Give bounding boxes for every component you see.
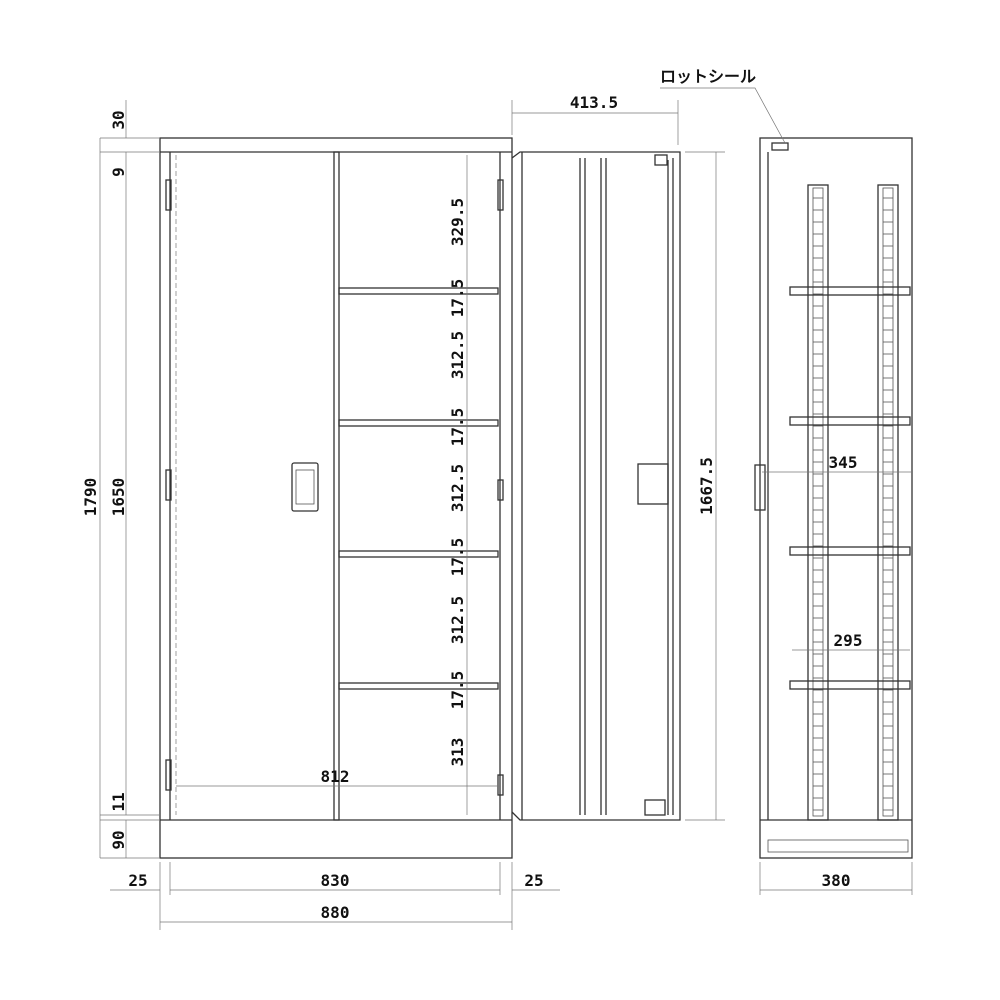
svg-text:312.5: 312.5 bbox=[448, 596, 467, 644]
front-view bbox=[159, 137, 513, 859]
svg-text:1650: 1650 bbox=[109, 478, 128, 517]
svg-text:380: 380 bbox=[822, 871, 851, 890]
svg-text:295: 295 bbox=[834, 631, 863, 650]
svg-text:830: 830 bbox=[321, 871, 350, 890]
svg-text:312.5: 312.5 bbox=[448, 331, 467, 379]
svg-text:11: 11 bbox=[109, 792, 128, 811]
svg-text:30: 30 bbox=[109, 110, 128, 129]
svg-text:17.5: 17.5 bbox=[448, 408, 467, 447]
shelves bbox=[338, 287, 499, 690]
lock-plate bbox=[637, 463, 669, 505]
shelf-upright bbox=[807, 184, 829, 821]
svg-text:90: 90 bbox=[109, 830, 128, 849]
side-shelves bbox=[789, 286, 911, 690]
open-door bbox=[511, 151, 681, 821]
svg-text:9: 9 bbox=[109, 167, 128, 177]
svg-text:25: 25 bbox=[128, 871, 147, 890]
dimension-lines bbox=[99, 87, 913, 930]
svg-text:880: 880 bbox=[321, 903, 350, 922]
svg-text:329.5: 329.5 bbox=[448, 198, 467, 246]
svg-text:17.5: 17.5 bbox=[448, 279, 467, 318]
door-handle bbox=[291, 462, 319, 512]
lot-seal-label: ロットシール bbox=[660, 67, 756, 86]
uprights bbox=[807, 184, 899, 821]
hinges bbox=[165, 179, 504, 796]
svg-text:17.5: 17.5 bbox=[448, 538, 467, 577]
svg-text:25: 25 bbox=[524, 871, 543, 890]
shelf-upright bbox=[877, 184, 899, 821]
side-view bbox=[754, 137, 913, 859]
svg-text:413.5: 413.5 bbox=[570, 93, 618, 112]
svg-text:345: 345 bbox=[829, 453, 858, 472]
dimension-labels: 30 9 1790 1650 11 90 329.5 17.5 312.5 17… bbox=[81, 93, 862, 922]
svg-text:1790: 1790 bbox=[81, 478, 100, 517]
svg-text:17.5: 17.5 bbox=[448, 671, 467, 710]
center-stile bbox=[333, 151, 340, 821]
lot-seal bbox=[771, 142, 789, 151]
svg-text:1667.5: 1667.5 bbox=[697, 457, 716, 515]
svg-text:313: 313 bbox=[448, 738, 467, 767]
svg-text:312.5: 312.5 bbox=[448, 464, 467, 512]
svg-text:812: 812 bbox=[321, 767, 350, 786]
